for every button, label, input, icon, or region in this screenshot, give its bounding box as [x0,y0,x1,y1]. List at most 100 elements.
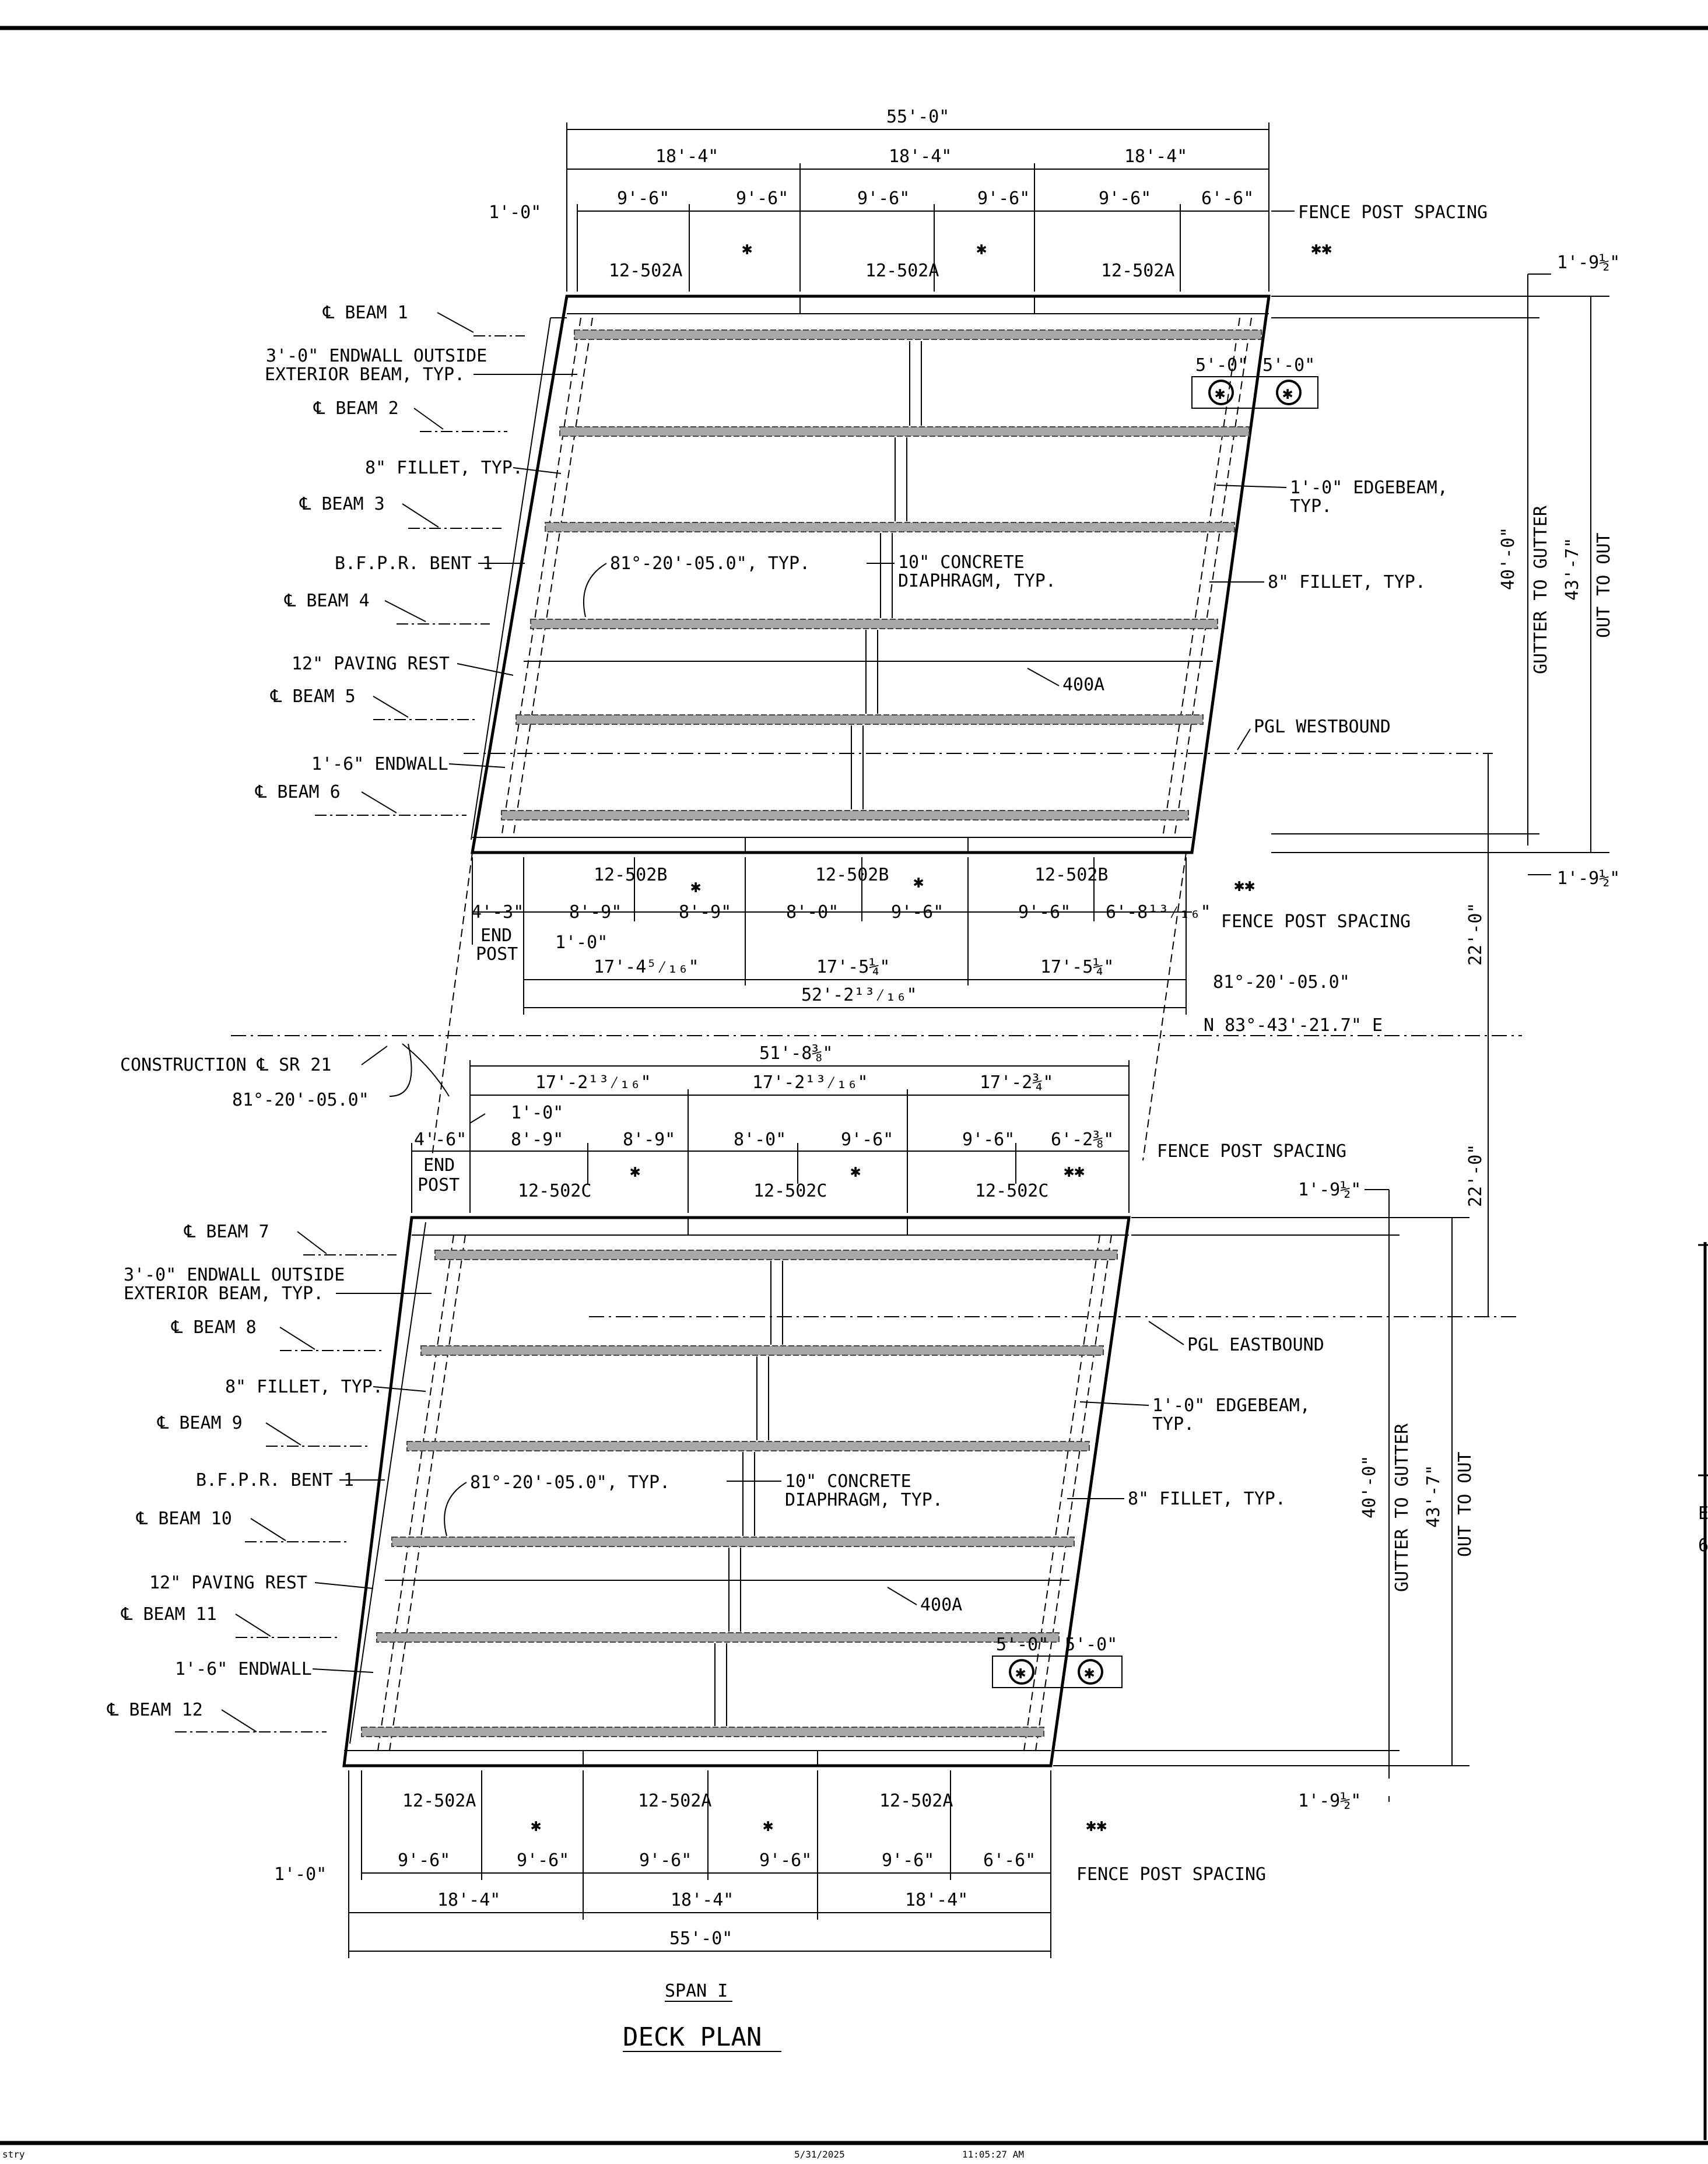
upper-note-fillet-left: 8" FILLET, TYP. [365,458,523,478]
leader [373,1386,426,1392]
lower-top-dimensions [411,1060,1130,1213]
footer-left: stry [2,2149,25,2160]
lower-dim-43-7: 43'-7" [1423,1465,1444,1528]
upper-note-fillet-right: 8" FILLET, TYP. [1268,572,1426,592]
lower-edgebeam-dash [1035,1234,1112,1751]
upper-out-to-out: OUT TO OUT [1594,532,1614,638]
lower-post-3: 8'-0" [734,1130,786,1150]
lower-note-400a: 400A [920,1595,962,1615]
upper-deck-outline [471,294,1271,854]
circled-star-icon [1078,1659,1103,1685]
lower-third-1: 17'-2¹³⁄₁₆" [535,1072,651,1093]
lower-endwall-dash [377,1234,454,1751]
lower-bthird-3: 18'-4" [905,1890,968,1910]
star-icon: ✱ [850,1161,861,1181]
leader [1237,728,1251,750]
upper-note-endwall-outside: 3'-0" ENDWALL OUTSIDE [266,346,487,366]
upper-gutter-to-gutter: GUTTER TO GUTTER [1531,505,1551,674]
right-edge-text: E [1698,1503,1708,1524]
lower-beam-7 [434,1250,1118,1260]
dim-22-0-lower: 22'-0" [1465,1144,1486,1207]
upper-dim-1-9-bottom: 1'-9½" [1557,868,1620,889]
upper-post-1: 9'-6" [617,188,669,209]
lower-spacing-5-0: 5'-0" [1065,1635,1117,1655]
lower-fence-post-spacing-bottom: FENCE POST SPACING [1076,1864,1266,1885]
construction-cl-label: CONSTRUCTION ℄ SR 21 [120,1055,331,1075]
lower-overall-top: 51'-8⅜" [759,1043,833,1064]
upper-fence-post-spacing-bottom: FENCE POST SPACING [1221,911,1411,932]
upper-edgebeam-dash [1162,317,1240,838]
upper-post-4: 9'-6" [977,188,1030,209]
upper-endwall-outer [471,317,551,840]
circled-star-icon [1208,380,1234,405]
upper-bthird-1: 17'-4⁵⁄₁₆" [594,957,699,977]
upper-beam-4 [530,619,1218,629]
upper-rail-mark-bottom-2: 12-502B [815,865,889,885]
lower-endwall-outer [349,1222,426,1744]
lower-dim-1-9-top: 1'-9½" [1298,1180,1361,1200]
lower-dim-1-9-bottom: 1'-9½" [1298,1791,1361,1811]
lower-note-diaphragm-2: DIAPHRAGM, TYP. [785,1490,943,1510]
upper-note-bfpr: B.F.P.R. BENT 1 [335,553,493,574]
upper-circled-star-plate [1191,376,1318,409]
projection-line [431,852,473,1161]
upper-top-dimensions [566,122,1269,292]
lower-third-2: 17'-2¹³⁄₁₆" [752,1072,868,1093]
upper-post-left-1-0: 1'-0" [489,202,541,223]
upper-bottom-dimensions [472,857,1192,1015]
upper-bthird-2: 17'-5¼" [816,957,890,977]
double-star-icon: ✱✱ [1234,875,1255,896]
upper-post-5: 9'-6" [1099,188,1151,209]
upper-beam-label-1: ℄ BEAM 1 [322,303,408,323]
lower-dim-40-0: 40'-0" [1359,1455,1380,1518]
upper-edgebeam-dash [1174,317,1252,838]
lower-edgebeam-dash [1023,1234,1100,1751]
upper-note-400a: 400A [1062,675,1104,695]
upper-bthird-3: 17'-5¼" [1040,957,1114,977]
lower-beam-8 [420,1345,1104,1356]
upper-note-diaphragm-1: 10" CONCRETE [898,552,1025,573]
upper-rail-mark-bottom-3: 12-502B [1034,865,1108,885]
leader [1148,1321,1184,1345]
lower-bpost-6: 6'-6" [983,1850,1036,1871]
upper-beam-1 [574,329,1262,340]
upper-skew-arc [583,563,607,618]
footer-date: 5/31/2025 [794,2149,845,2160]
construction-centerline: CONSTRUCTION ℄ SR 21 81°-20'-05.0" 22'-0… [120,753,1522,1317]
dim-22-0-upper: 22'-0" [1465,903,1486,966]
lower-endwall-dash [389,1234,466,1751]
leader [1079,1401,1149,1406]
circled-star-icon [1276,380,1302,405]
lower-out-to-out: OUT TO OUT [1455,1451,1475,1557]
upper-pgl-label: PGL WESTBOUND [1254,717,1391,737]
upper-beam-label-6: ℄ BEAM 6 [255,782,341,802]
lower-note-exterior-beam: EXTERIOR BEAM, TYP. [124,1283,324,1304]
lower-beam-labels [175,1231,397,1732]
upper-endwall-dash [513,317,593,838]
upper-beam-5 [515,714,1204,725]
circled-star-glyph: ✱ [1282,383,1293,404]
upper-spacing-5-0: 5'-0" [1262,355,1315,376]
lower-note-skew-typ: 81°-20'-05.0", TYP. [470,1472,670,1493]
upper-rail-mark-top-2: 12-502A [865,261,939,281]
lower-beam-label-12: ℄ BEAM 12 [107,1700,203,1720]
upper-beam-label-4: ℄ BEAM 4 [284,591,370,611]
upper-note-edgebeam-typ: TYP. [1290,496,1332,517]
upper-rail-mark-bottom-1: 12-502B [594,865,667,885]
upper-note-endwall: 1'-6" ENDWALL [311,754,448,774]
leader [457,663,514,676]
lower-bthird-1: 18'-4" [437,1890,500,1910]
lower-top-1-0: 1'-0" [511,1103,563,1123]
lower-beam-label-9: ℄ BEAM 9 [157,1413,243,1433]
upper-dim-40-0: 40'-0" [1498,527,1518,590]
upper-diaphragms [851,341,922,809]
lower-note-fillet-left: 8" FILLET, TYP. [225,1377,383,1397]
lower-bpost-3: 9'-6" [639,1850,692,1871]
lower-beam-9 [406,1441,1090,1451]
lower-end-post-label: POST [418,1175,460,1195]
lower-diaphragms [714,1261,783,1726]
upper-post-6: 6'-6" [1201,188,1254,209]
upper-skew-angle-right: 81°-20'-05.0" [1213,972,1350,992]
upper-beam-6 [501,810,1189,820]
right-edge-text: 6 [1698,1535,1708,1556]
